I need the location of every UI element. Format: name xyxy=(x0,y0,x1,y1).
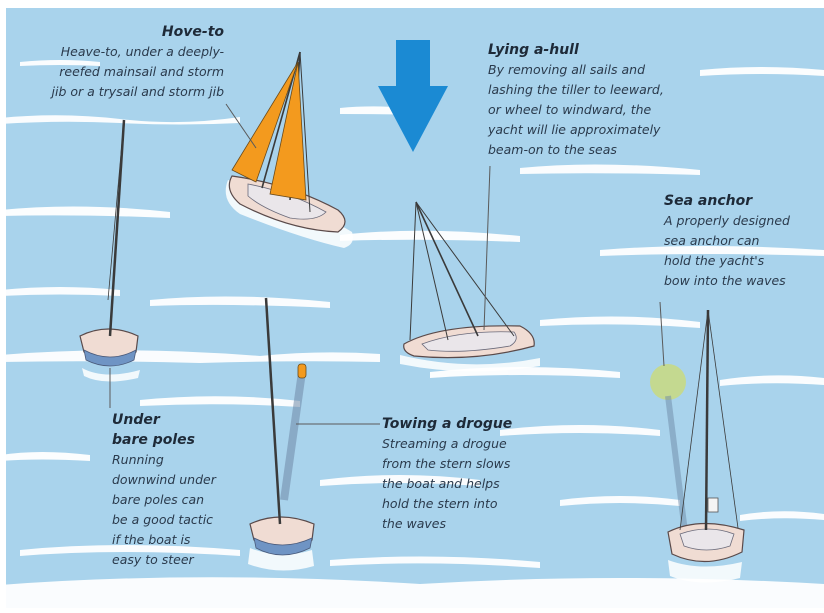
lying-a-hull-title: Lying a-hull xyxy=(488,40,698,60)
drogue-icon xyxy=(298,364,306,378)
bare-poles-line: be a good tactic xyxy=(112,510,242,530)
lying-a-hull-line: By removing all sails and xyxy=(488,60,698,80)
lying-a-hull-line: or wheel to windward, the xyxy=(488,100,698,120)
top-margin xyxy=(0,0,824,8)
left-margin xyxy=(0,0,6,613)
lying-a-hull-line: lashing the tiller to leeward, xyxy=(488,80,698,100)
sea-anchor-line: hold the yacht's xyxy=(664,251,822,271)
lying-a-hull-line: beam-on to the seas xyxy=(488,140,698,160)
drogue-line: from the stern slows xyxy=(382,454,552,474)
sea-anchor-icon xyxy=(650,364,686,400)
hove-to-line: jib or a trysail and storm jib xyxy=(12,82,224,102)
drogue-line: Streaming a drogue xyxy=(382,434,552,454)
bare-poles-line: easy to steer xyxy=(112,550,242,570)
bottom-margin xyxy=(0,608,824,613)
sea-anchor-line: sea anchor can xyxy=(664,231,822,251)
hove-to-line: Heave-to, under a deeply- xyxy=(12,42,224,62)
bare-poles-line: if the boat is xyxy=(112,530,242,550)
bare-poles-caption: Under bare poles Running downwind under … xyxy=(112,410,242,570)
lying-a-hull-line: yacht will lie approximately xyxy=(488,120,698,140)
drogue-line: hold the stern into xyxy=(382,494,552,514)
sea-anchor-line: A properly designed xyxy=(664,211,822,231)
drogue-line: the waves xyxy=(382,514,552,534)
sea-anchor-line: bow into the waves xyxy=(664,271,822,291)
drogue-caption: Towing a drogue Streaming a drogue from … xyxy=(382,414,552,534)
drogue-line: the boat and helps xyxy=(382,474,552,494)
bare-poles-title: bare poles xyxy=(112,430,242,450)
hove-to-title: Hove-to xyxy=(12,22,224,42)
drogue-title: Towing a drogue xyxy=(382,414,552,434)
hove-to-caption: Hove-to Heave-to, under a deeply- reefed… xyxy=(12,22,224,102)
bare-poles-line: Running xyxy=(112,450,242,470)
lying-a-hull-caption: Lying a-hull By removing all sails and l… xyxy=(488,40,698,160)
bare-poles-line: bare poles can xyxy=(112,490,242,510)
sea-anchor-title: Sea anchor xyxy=(664,191,822,211)
bare-poles-line: downwind under xyxy=(112,470,242,490)
sea-anchor-caption: Sea anchor A properly designed sea ancho… xyxy=(664,191,822,291)
hove-to-line: reefed mainsail and storm xyxy=(12,62,224,82)
bare-poles-title: Under xyxy=(112,410,242,430)
